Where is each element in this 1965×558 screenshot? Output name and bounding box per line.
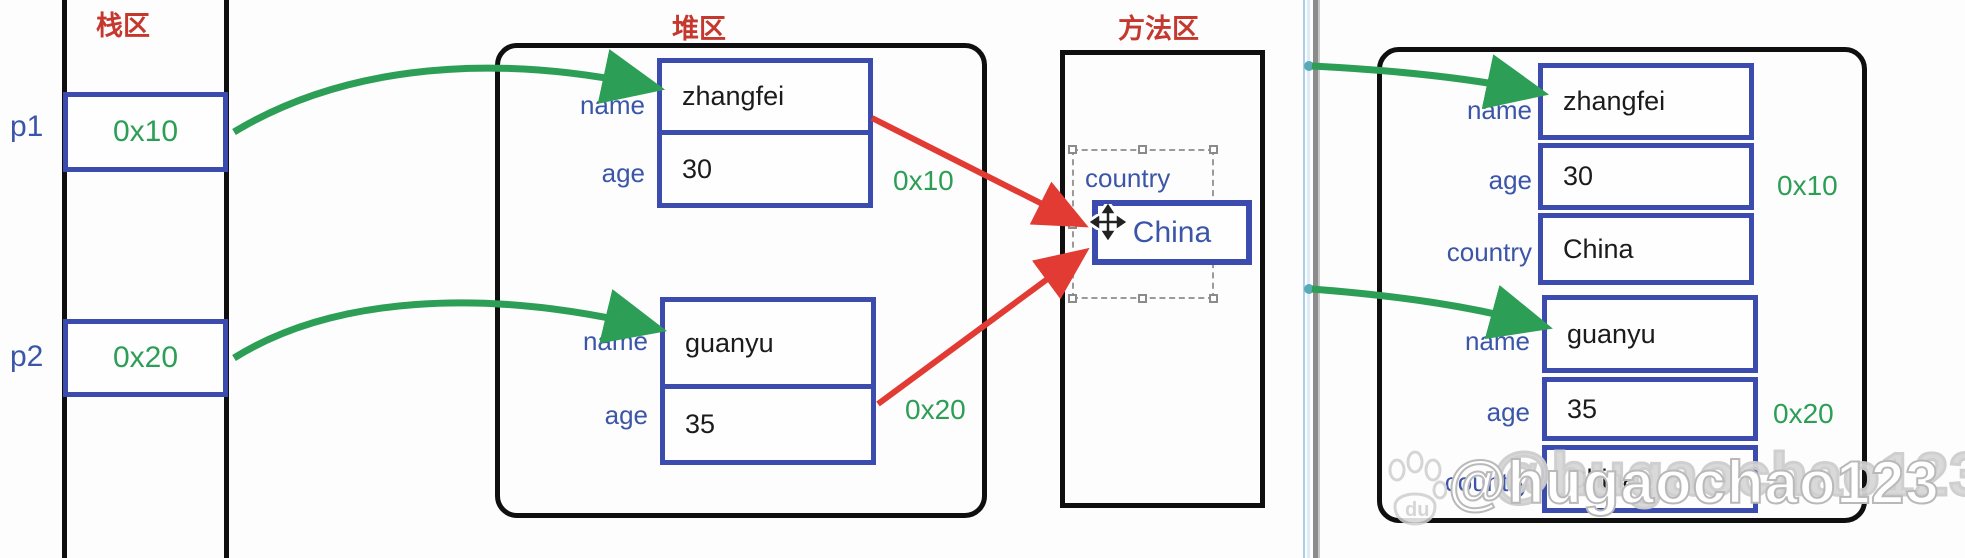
result-obj1-country-value: China	[1563, 233, 1634, 264]
result-obj2-name-label: name	[1464, 326, 1530, 356]
stack-slot-p2: 0x20	[63, 319, 228, 397]
result-obj2-country-label: country	[1444, 467, 1530, 497]
pointer-label-p2: p2	[10, 340, 44, 373]
stack-slot-p1: 0x10	[63, 92, 228, 172]
result-heap-container	[1377, 47, 1867, 523]
heap-obj2-name-value: guanyu	[685, 327, 774, 358]
result-obj2-age-label: age	[1486, 397, 1530, 427]
result-obj2-country-value: China	[1567, 463, 1638, 494]
selection-handle-bm[interactable]	[1138, 294, 1147, 303]
result-obj2-name-value: guanyu	[1567, 318, 1656, 349]
selection-handle-bl[interactable]	[1068, 294, 1077, 303]
method-zone-title: 方法区	[1118, 14, 1199, 44]
paw-du-text: du	[1405, 499, 1429, 521]
heap-obj1-age-label: age	[601, 158, 645, 188]
selection-handle-tr[interactable]	[1209, 145, 1218, 154]
heap-obj2-name-label: name	[582, 326, 648, 356]
result-obj1-age-label: age	[1488, 165, 1532, 195]
result-obj2-age-cell: 35	[1542, 377, 1758, 441]
heap-obj2-age-cell: 35	[665, 389, 871, 460]
stack-value-p1: 0x10	[112, 115, 179, 148]
result-obj1-address: 0x10	[1777, 170, 1838, 201]
result-obj2-country-cell: China	[1542, 445, 1758, 513]
heap-obj2-name-cell: guanyu	[665, 302, 871, 389]
selection-handle-br[interactable]	[1209, 294, 1218, 303]
heap-obj1-name-cell: zhangfei	[662, 63, 868, 135]
method-china-box[interactable]: China	[1092, 200, 1252, 265]
stack-left-line	[62, 0, 67, 558]
result-obj1-name-label: name	[1466, 95, 1532, 125]
heap-obj1-age-value: 30	[682, 153, 713, 184]
result-obj1-country-label: country	[1446, 237, 1532, 267]
heap-obj1-address: 0x10	[893, 165, 954, 196]
heap-obj2-age-value: 35	[685, 409, 716, 439]
watermark-text: @hugaochao123	[1447, 448, 1940, 517]
page-divider-blue-line	[1303, 0, 1305, 558]
stack-zone-title: 栈区	[96, 11, 150, 41]
watermark-gray-copy: @hugaochao123	[1491, 440, 1965, 510]
result-obj1-age-cell: 30	[1538, 143, 1754, 210]
selection-handle-ml[interactable]	[1068, 220, 1077, 229]
result-obj2-address: 0x20	[1773, 398, 1834, 429]
baidu-paw-icon: du	[1388, 450, 1447, 526]
stack-right-line	[224, 0, 229, 558]
page-divider-shadow-line	[1318, 0, 1320, 558]
selection-handle-tl[interactable]	[1068, 145, 1077, 154]
result-obj2-age-value: 35	[1567, 393, 1598, 424]
heap-obj2-address: 0x20	[905, 394, 966, 425]
heap-zone-title: 堆区	[672, 14, 726, 44]
result-obj2-name-cell: guanyu	[1542, 295, 1758, 373]
heap-obj2-age-label: age	[604, 400, 648, 430]
page-divider-light-line	[1307, 0, 1310, 558]
heap-object-guanyu: guanyu 35	[660, 297, 876, 465]
method-china-value: China	[1132, 215, 1212, 249]
heap-obj1-name-label: name	[579, 90, 645, 120]
heap-object-zhangfei: zhangfei 30	[657, 58, 873, 208]
result-obj1-country-cell: China	[1538, 213, 1754, 285]
pointer-label-p1: p1	[10, 110, 44, 143]
heap-obj1-age-cell: 30	[662, 135, 868, 203]
stack-value-p2: 0x20	[112, 341, 179, 374]
heap-obj1-name-value: zhangfei	[682, 81, 785, 111]
method-country-label: country	[1085, 163, 1171, 193]
move-cursor-icon	[1090, 204, 1126, 240]
result-obj1-name-cell: zhangfei	[1538, 63, 1754, 140]
page-divider-gray-line	[1313, 0, 1318, 558]
result-obj1-age-value: 30	[1563, 161, 1594, 191]
selection-handle-tm[interactable]	[1138, 145, 1147, 154]
result-obj1-name-value: zhangfei	[1563, 86, 1666, 116]
